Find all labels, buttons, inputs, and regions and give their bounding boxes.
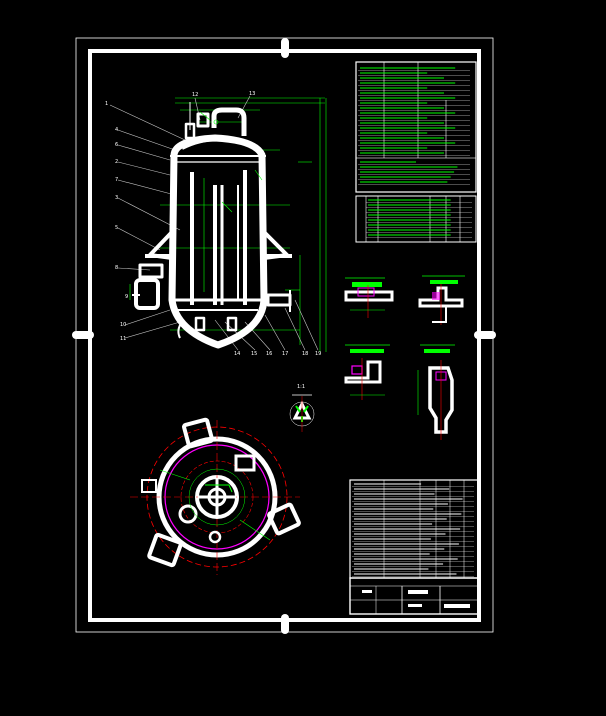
section-symbol: 1:1: [289, 384, 315, 432]
center-mark-left: [72, 331, 94, 339]
leader-label-left-1: 1: [105, 101, 108, 107]
leader-label-bottom-1: 14: [234, 351, 240, 357]
leader-label-top-2: 13: [249, 91, 255, 97]
technical-data-table: [355, 61, 477, 193]
leader-label-bottom-3: 16: [266, 351, 272, 357]
leader-number-labels: 1 4 6 2 7 3 5 8 9 10 11 12 13 14 15 16 1…: [105, 91, 321, 357]
vessel-elevation-view: 1 4 6 2 7 3 5 8 9 10 11 12 13 14 15 16 1…: [105, 91, 327, 357]
parts-list-rows: [352, 483, 474, 577]
section-label: 1:1: [297, 384, 305, 390]
parts-list-table: [349, 479, 479, 579]
sheet-inner-frame: [88, 49, 481, 622]
leader-label-top-1: 12: [192, 92, 198, 98]
center-mark-right: [474, 331, 496, 339]
sheet-outer-border: [75, 37, 494, 633]
leader-label-left-10: 10: [120, 322, 126, 328]
leader-label-left-5: 7: [115, 177, 118, 183]
leader-label-left-7: 5: [115, 225, 118, 231]
leader-label-left-3: 6: [115, 142, 118, 148]
detail-view-c: [344, 344, 390, 400]
leader-label-bottom-6: 19: [315, 351, 321, 357]
leader-label-left-6: 3: [115, 195, 118, 201]
leader-label-left-11: 11: [120, 336, 126, 342]
leader-label-bottom-5: 18: [302, 351, 308, 357]
title-block: [349, 577, 479, 615]
leader-label-left-8: 8: [115, 265, 118, 271]
detail-view-b: [418, 275, 465, 325]
vessel-shell: [132, 102, 292, 349]
leader-label-left-2: 4: [115, 127, 118, 133]
vessel-plan-view: [130, 417, 301, 575]
nozzle-table-rows: [366, 199, 472, 238]
leader-label-bottom-4: 17: [282, 351, 288, 357]
center-mark-bottom: [281, 614, 289, 634]
detail-view-a: [344, 277, 394, 318]
leader-label-left-9: 9: [125, 294, 128, 300]
leader-label-left-4: 2: [115, 159, 118, 165]
vessel-annotations: [199, 111, 263, 292]
nozzle-table: [355, 195, 477, 243]
center-mark-top: [281, 38, 289, 58]
technical-notes-lines: [358, 161, 470, 185]
leader-label-bottom-2: 15: [251, 351, 257, 357]
detail-view-d: [417, 344, 455, 440]
technical-data-rows: [358, 67, 470, 156]
